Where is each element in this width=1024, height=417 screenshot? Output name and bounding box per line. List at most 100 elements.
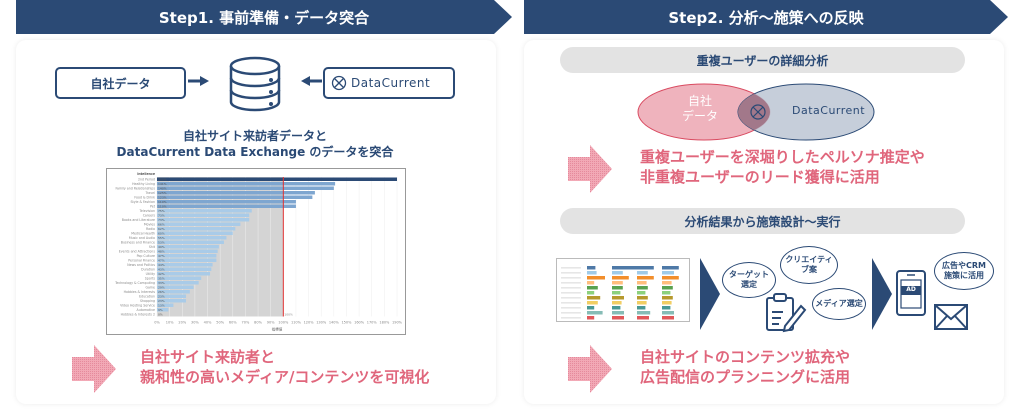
svg-text:2nd Period: 2nd Period: [138, 178, 155, 182]
svg-text:10%: 10%: [166, 321, 174, 325]
svg-text:Television: Television: [139, 209, 156, 213]
bubble-creative: クリエイティブ案: [780, 246, 838, 284]
svg-text:125%: 125%: [158, 191, 167, 195]
arrow-right-icon: [188, 76, 209, 86]
svg-text:90%: 90%: [267, 321, 275, 325]
svg-text:Pet: Pet: [150, 205, 156, 209]
svg-text:Radio: Radio: [146, 227, 155, 231]
bubble-target: ターゲット選定: [722, 262, 776, 298]
result2-line2: 広告配信のプランニングに活用: [640, 368, 851, 386]
bubble-creative-line1: クリエイティ: [785, 255, 833, 264]
svg-text:Events and Attractions: Events and Attractions: [119, 250, 156, 254]
segment-bar-chart: [556, 258, 690, 322]
svg-text:120%: 120%: [304, 321, 315, 325]
venn-diagram: [637, 83, 875, 141]
svg-text:Sports: Sports: [145, 277, 156, 281]
pink-arrow-icon: [568, 345, 612, 393]
step1-header: Step1. 事前準備・データ突合: [16, 0, 512, 34]
svg-text:Hobbies & Interests 2: Hobbies & Interests 2: [121, 313, 155, 317]
datacurrent-logo-icon: [331, 75, 347, 91]
step2-header: Step2. 分析〜施策への反映: [524, 0, 1008, 34]
bubble-media-label: メディア選定: [815, 299, 863, 308]
svg-text:0%: 0%: [154, 321, 160, 325]
svg-text:Movies: Movies: [144, 223, 155, 227]
chevron-banner-shape: [16, 0, 512, 34]
svg-text:140%: 140%: [329, 321, 340, 325]
svg-text:150%: 150%: [341, 321, 352, 325]
svg-text:73%: 73%: [158, 214, 165, 218]
svg-text:110%: 110%: [158, 205, 167, 209]
subtitle-line2: DataCurrent Data Exchange のデータを突合: [116, 145, 394, 159]
svg-text:49%: 49%: [158, 245, 165, 249]
svg-text:13%: 13%: [158, 304, 165, 308]
svg-text:75%: 75%: [158, 209, 165, 213]
svg-text:180%: 180%: [379, 321, 390, 325]
svg-text:130%: 130%: [316, 321, 327, 325]
smartphone-ad-icon: [896, 270, 926, 316]
result1-line2: 非重複ユーザーのリード獲得に活用: [640, 168, 880, 186]
bubble-media: メディア選定: [812, 288, 866, 320]
mini-chart-plot: [557, 259, 689, 321]
svg-text:47%: 47%: [158, 254, 165, 258]
step1-title: Step1. 事前準備・データ突合: [158, 8, 370, 27]
svg-text:Pop Culture: Pop Culture: [137, 254, 155, 258]
database-icon: [229, 56, 281, 112]
svg-text:42%: 42%: [158, 272, 165, 276]
step1-result: 自社サイト来訪者と 親和性の高いメディア/コンテンツを可視化: [140, 347, 429, 387]
chart-plot: 0%10%20%30%40%50%60%70%80%90%100%110%120…: [107, 169, 405, 334]
svg-text:110%: 110%: [291, 321, 302, 325]
svg-text:Food & Drink: Food & Drink: [134, 196, 155, 200]
bubble-target-line2: 選定: [741, 280, 757, 289]
svg-text:100%: 100%: [278, 321, 289, 325]
venn-left-line2: データ: [681, 109, 718, 123]
svg-text:指標値: 指標値: [272, 327, 283, 332]
svg-text:Technology & Computing: Technology & Computing: [114, 281, 155, 285]
svg-text:20%: 20%: [178, 321, 186, 325]
svg-text:Music and Audio: Music and Audio: [129, 236, 155, 240]
svg-text:66%: 66%: [158, 223, 165, 227]
svg-text:141%: 141%: [158, 182, 167, 186]
datacurrent-box: DataCurrent: [323, 67, 455, 99]
chevron-banner-shape: [524, 0, 1008, 34]
svg-text:43%: 43%: [158, 268, 165, 272]
pink-arrow-icon: [72, 345, 116, 393]
section2-title: 分析結果から施策設計〜実行: [684, 214, 841, 229]
svg-text:9%: 9%: [158, 308, 163, 312]
step2-title: Step2. 分析〜施策への反映: [668, 8, 864, 27]
own-data-label: 自社データ: [90, 76, 151, 91]
svg-text:Shit: Shit: [149, 245, 156, 249]
svg-text:60%: 60%: [229, 321, 237, 325]
svg-text:53%: 53%: [158, 241, 165, 245]
clipboard-pen-icon: [766, 293, 807, 333]
bubble-ad-line1: 広告やCRM: [942, 261, 986, 270]
svg-text:200%: 200%: [158, 178, 167, 182]
svg-text:73%: 73%: [158, 218, 165, 222]
arrow-left-icon: [301, 76, 322, 86]
svg-text:Books and Literature: Books and Literature: [122, 218, 155, 222]
svg-text:60%: 60%: [158, 232, 165, 236]
svg-text:Travel: Travel: [145, 191, 156, 195]
bubble-creative-line2: ブ案: [800, 265, 817, 274]
svg-text:55%: 55%: [158, 236, 165, 240]
svg-text:110%: 110%: [158, 200, 167, 204]
svg-text:80%: 80%: [254, 321, 262, 325]
step2-result1: 重複ユーザーを深堀りしたペルソナ推定や 非重複ユーザーのリード獲得に活用: [640, 147, 925, 187]
bubble-target-line1: ターゲット: [729, 270, 769, 279]
svg-text:35%: 35%: [158, 277, 165, 281]
svg-text:Video Hosting Service: Video Hosting Service: [120, 304, 155, 308]
section1-title: 重複ユーザーの詳細分析: [696, 53, 829, 68]
result2-line1: 自社サイトのコンテンツ拡充や: [640, 348, 851, 366]
svg-text:48%: 48%: [158, 250, 165, 254]
step2-result2: 自社サイトのコンテンツ拡充や 広告配信のプランニングに活用: [640, 347, 850, 387]
svg-text:Family and Relationships: Family and Relationships: [115, 187, 155, 191]
svg-text:160%: 160%: [354, 321, 365, 325]
svg-text:100%: 100%: [284, 313, 293, 317]
svg-text:23%: 23%: [158, 299, 165, 303]
svg-text:Careers: Careers: [143, 214, 156, 218]
affinity-bar-chart: 0%10%20%30%40%50%60%70%80%90%100%110%120…: [106, 168, 406, 335]
svg-text:140%: 140%: [158, 187, 167, 191]
svg-text:News and Politics: News and Politics: [127, 263, 155, 267]
svg-text:Personal Finance: Personal Finance: [128, 259, 155, 263]
svg-text:62%: 62%: [158, 227, 165, 231]
